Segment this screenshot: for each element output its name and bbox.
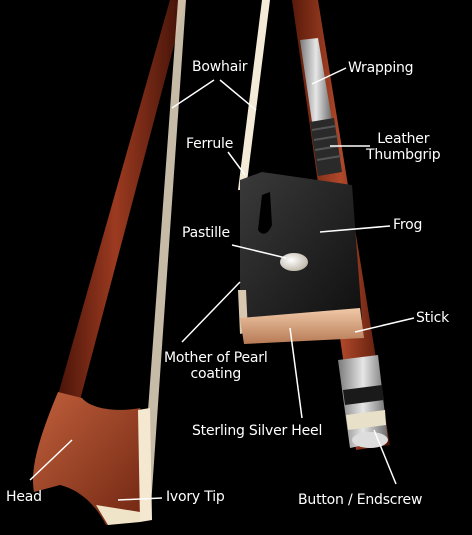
- leader-ferrule: [227, 151, 246, 176]
- label-button-endscrew: Button / Endscrew: [298, 492, 423, 508]
- label-bowhair: Bowhair: [192, 59, 248, 75]
- label-wrapping: Wrapping: [348, 60, 414, 76]
- leader-head: [29, 439, 73, 481]
- label-mother-of-pearl-coating: Mother of Pearl coating: [164, 350, 268, 382]
- wrapping-shape: [300, 38, 332, 122]
- leader-heel: [289, 327, 303, 419]
- label-head: Head: [6, 489, 42, 505]
- label-frog: Frog: [393, 217, 423, 233]
- label-stick: Stick: [416, 310, 450, 326]
- ivory-tip-shape: [138, 408, 152, 522]
- leader-frog: [319, 225, 391, 233]
- center-bowhair: [238, 0, 270, 190]
- left-bow-stick: [58, 0, 186, 400]
- leader-ivory-tip: [117, 497, 163, 501]
- label-ivory-tip: Ivory Tip: [166, 489, 225, 505]
- label-sterling-silver-heel: Sterling Silver Heel: [192, 423, 323, 439]
- left-bow-hair: [140, 0, 186, 520]
- label-ferrule: Ferrule: [186, 136, 234, 152]
- leader-bowhair-right: [219, 79, 257, 111]
- leader-wrapping: [311, 67, 347, 85]
- label-leather-thumbgrip: Leather Thumbgrip: [366, 131, 441, 163]
- thumbgrip-shape: [310, 118, 342, 176]
- leader-mother-of-pearl: [181, 281, 241, 343]
- label-pastille: Pastille: [182, 225, 230, 241]
- leader-pastille: [231, 244, 287, 259]
- leader-stick: [354, 317, 415, 333]
- leader-button: [373, 429, 397, 485]
- leader-bowhair-left: [171, 79, 215, 109]
- left-bow-head: [33, 392, 150, 525]
- pastille-shape: [280, 253, 308, 271]
- heel-shape: [240, 308, 364, 344]
